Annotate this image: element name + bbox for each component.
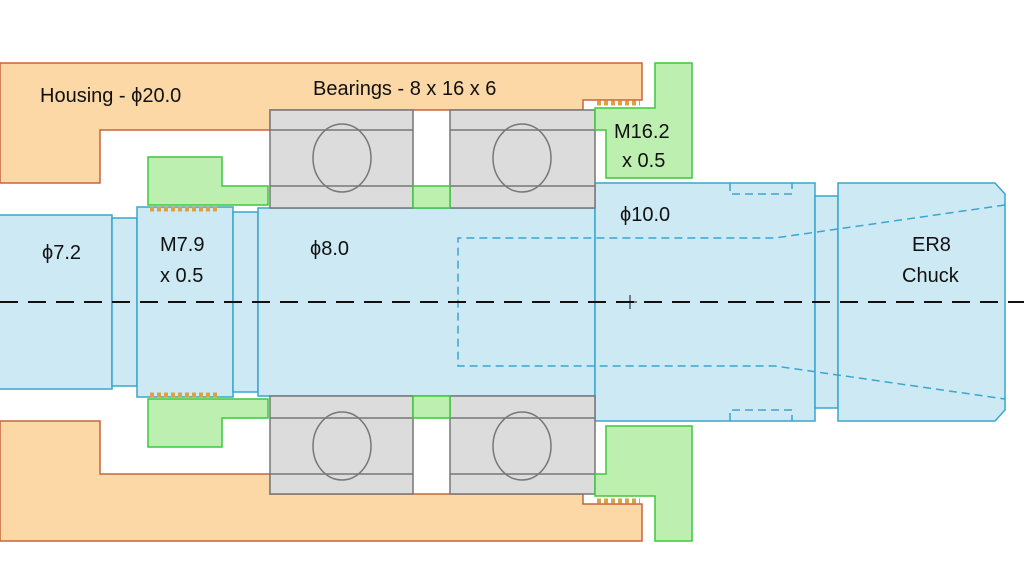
bearing-spacer-bottom [412, 395, 451, 419]
inner-nut-label-line1: M7.9 [160, 234, 204, 256]
outer-nut-label-line2: x 0.5 [622, 150, 665, 172]
diameter-10-label: ϕ10.0 [620, 204, 670, 226]
bearings [269, 109, 596, 495]
bearing-race-lines [270, 129, 595, 475]
outer-nut-bottom [594, 425, 693, 542]
inner-nut-bottom [147, 398, 269, 448]
diameter-7-2-label: ϕ7.2 [42, 242, 81, 264]
bearing-ball [492, 123, 552, 193]
bearing-spacer-top [412, 185, 451, 209]
chuck-label-line1: ER8 [912, 234, 951, 256]
keyway-bottom-hidden [729, 409, 793, 421]
outer-nut-top [594, 62, 693, 179]
diameter-8-label: ϕ8.0 [310, 238, 349, 260]
inner-nut-label-line2: x 0.5 [160, 265, 203, 287]
bearing-ball [312, 411, 372, 481]
center-mark [623, 295, 637, 309]
outer-nut-label-line1: M16.2 [614, 121, 670, 143]
bearings-label: Bearings - 8 x 16 x 6 [313, 78, 496, 100]
er8-chuck-body [837, 182, 1006, 422]
inner-nut-top [147, 156, 269, 206]
chuck-label-line2: Chuck [902, 265, 960, 287]
bearing-ball [492, 411, 552, 481]
housing-label: Housing - ϕ20.0 [40, 85, 181, 107]
bearing-ball [312, 123, 372, 193]
keyway-top-hidden [729, 183, 793, 195]
